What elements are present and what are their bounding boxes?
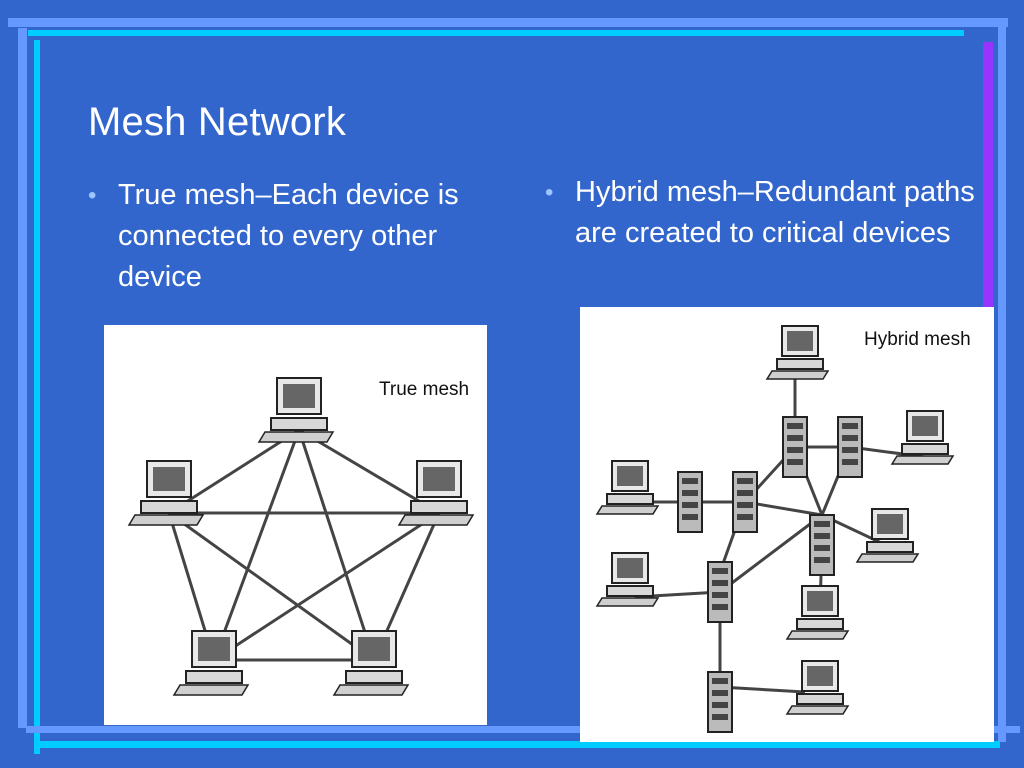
computer-icon [786,660,849,715]
computer-icon [596,552,659,607]
bottom-stripe-cyan [40,741,1000,748]
bullet-text: Hybrid mesh–Redundant paths are created … [575,176,975,249]
true-mesh-label: True mesh [379,379,469,400]
server-icon [837,416,863,478]
right-stripe-light [998,22,1006,742]
hybrid-mesh-figure: Hybrid mesh [580,307,994,742]
computer-icon [398,460,474,526]
server-icon [782,416,808,478]
bullet-dot: • [545,179,554,206]
computer-icon [258,377,334,443]
server-icon [732,471,758,533]
left-stripe-cyan [34,40,40,754]
bullet-dot: • [88,182,97,209]
server-icon [707,561,733,623]
hybrid-mesh-diagram: Hybrid mesh [596,325,971,733]
left-stripe-light [18,28,27,728]
computer-icon [766,325,829,380]
slide-title: Mesh Network [88,100,347,144]
computer-icon [891,410,954,465]
top-stripe-light [8,18,1008,27]
computer-icon [786,585,849,640]
bullet-text: True mesh–Each device is connected to ev… [118,179,459,293]
mesh-links [167,428,441,662]
bullet-true-mesh: • True mesh–Each device is connected to … [88,175,493,298]
hybrid-mesh-label: Hybrid mesh [864,329,971,350]
right-stripe-purple [983,42,993,310]
server-icon [809,514,835,576]
bottom-stripe-light [26,726,1020,733]
computer-icon [173,630,249,696]
top-stripe-cyan [28,30,964,36]
computer-icon [596,460,659,515]
server-icon [707,671,733,733]
true-mesh-diagram: True mesh [128,377,474,696]
computer-icon [128,460,204,526]
server-icon [677,471,703,533]
true-mesh-figure: True mesh [104,325,487,725]
bullet-hybrid-mesh: • Hybrid mesh–Redundant paths are create… [545,172,975,254]
